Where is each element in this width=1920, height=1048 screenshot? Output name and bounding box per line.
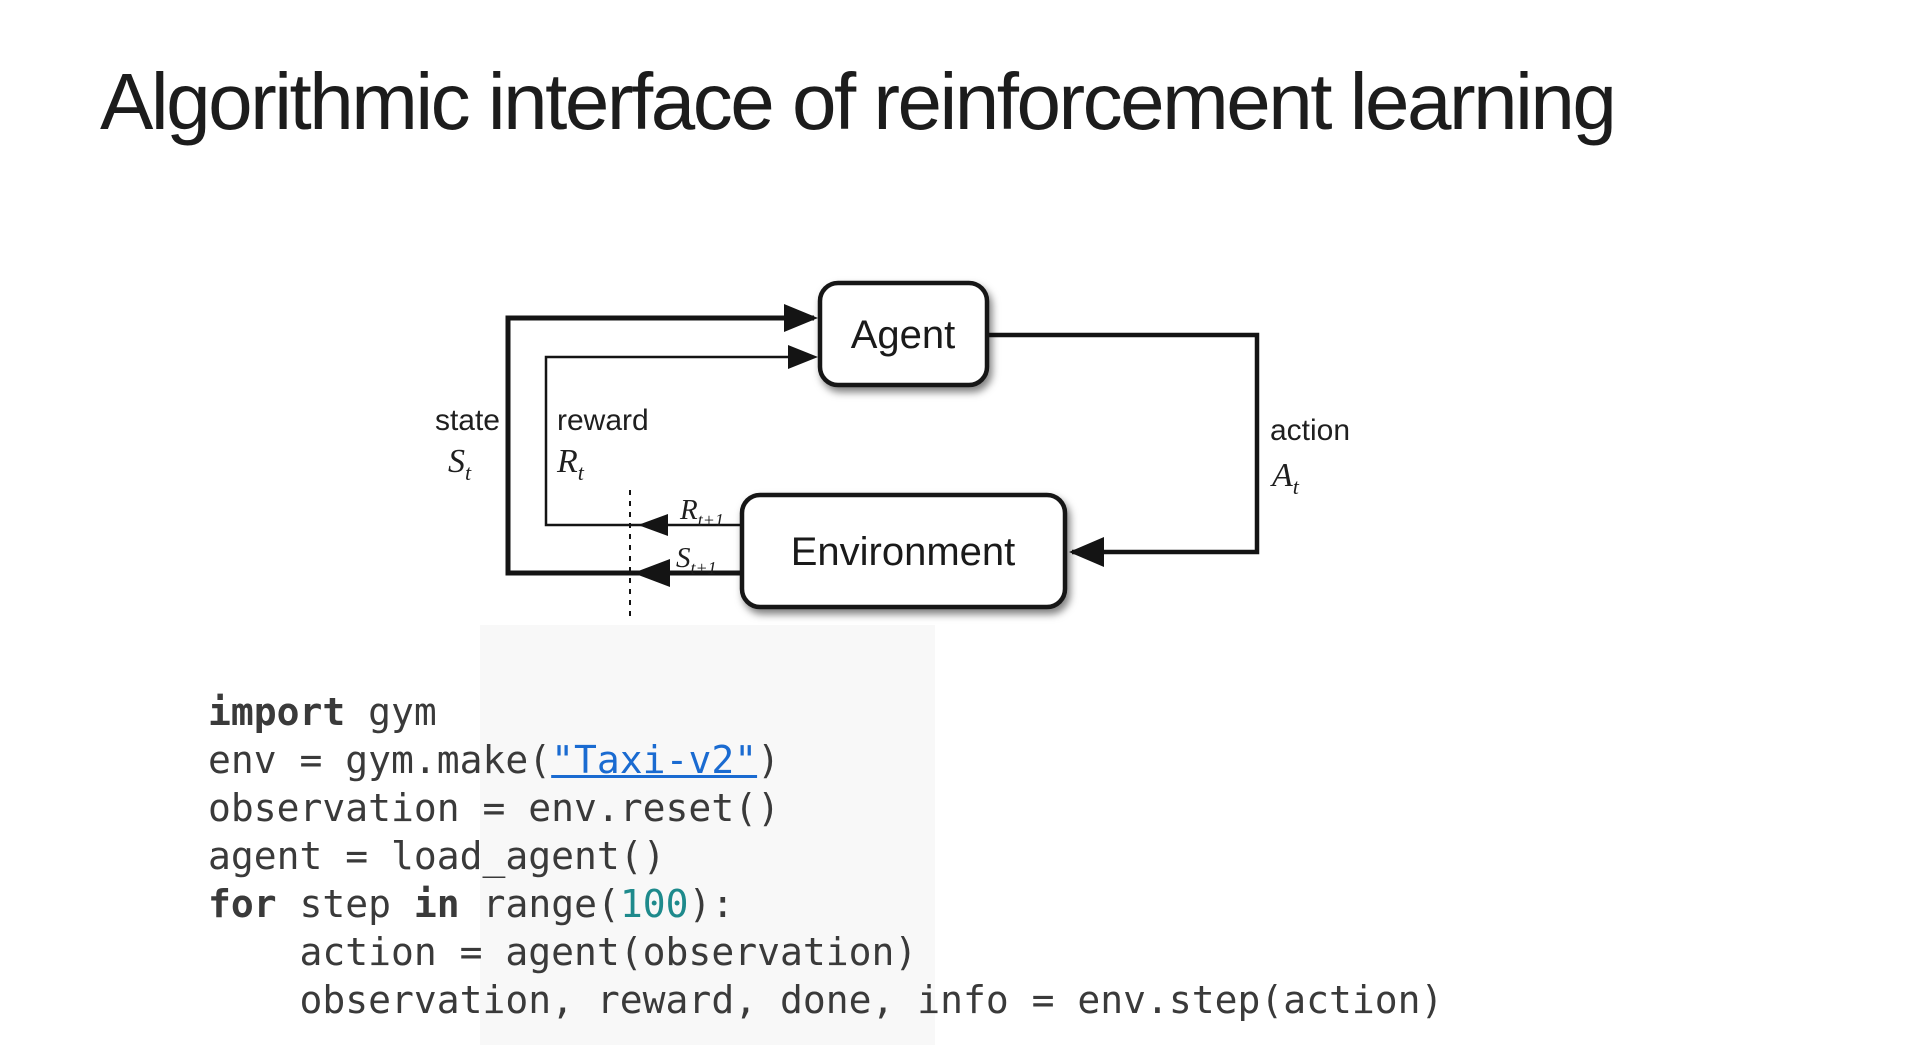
code-text: 100	[619, 882, 689, 926]
code-text: observation, reward, done, info = env.st…	[208, 978, 1444, 1022]
code-keyword: in	[413, 882, 460, 926]
state-symbol: St	[448, 443, 472, 485]
taxi-v2-link[interactable]: "Taxi-v2"	[551, 738, 758, 782]
environment-box-label: Environment	[791, 530, 1016, 574]
code-text: env = gym.make(	[208, 738, 552, 782]
code-line: env = gym.make("Taxi-v2")	[208, 736, 1443, 784]
code-line: observation = env.reset()	[208, 784, 1443, 832]
code-line: for step in range(100):	[208, 880, 1443, 928]
code-text: action = agent(observation)	[208, 930, 918, 974]
code-text: observation = env.reset()	[208, 786, 780, 830]
code-keyword: for	[208, 882, 277, 926]
code-text: )	[757, 738, 780, 782]
code-text: ):	[688, 882, 735, 926]
code-line: agent = load_agent()	[208, 832, 1443, 880]
reward-label: reward	[557, 404, 649, 437]
agent-box-label: Agent	[851, 313, 956, 357]
code-text: step	[276, 882, 414, 926]
action-arrowhead-into-environment	[1069, 537, 1104, 567]
code-text: agent = load_agent()	[208, 834, 666, 878]
code-line: observation, reward, done, info = env.st…	[208, 976, 1444, 1024]
code-text: gym	[345, 690, 437, 734]
action-label: action	[1270, 414, 1350, 447]
reward-arrowhead-into-agent	[788, 345, 818, 369]
state-arrowhead-into-agent	[784, 304, 818, 332]
agent-box	[817, 280, 990, 388]
action-symbol: At	[1270, 457, 1300, 499]
reward-arrowhead-timestep	[638, 514, 668, 536]
state-arrowhead-timestep	[633, 559, 670, 587]
reward-next-symbol: Rt+1	[679, 494, 724, 530]
code-text: range(	[459, 882, 620, 926]
environment-box	[739, 492, 1068, 610]
code-keyword: import	[208, 690, 346, 734]
state-label: state	[435, 404, 500, 437]
code-line: import gym	[208, 688, 1443, 736]
state-next-symbol: St+1	[676, 542, 717, 578]
slide-title: Algorithmic interface of reinforcement l…	[100, 57, 1617, 146]
code-line: action = agent(observation)	[208, 928, 1443, 976]
action-wire	[987, 332, 1260, 555]
reward-symbol: Rt	[556, 443, 585, 485]
state-wire	[505, 315, 814, 576]
